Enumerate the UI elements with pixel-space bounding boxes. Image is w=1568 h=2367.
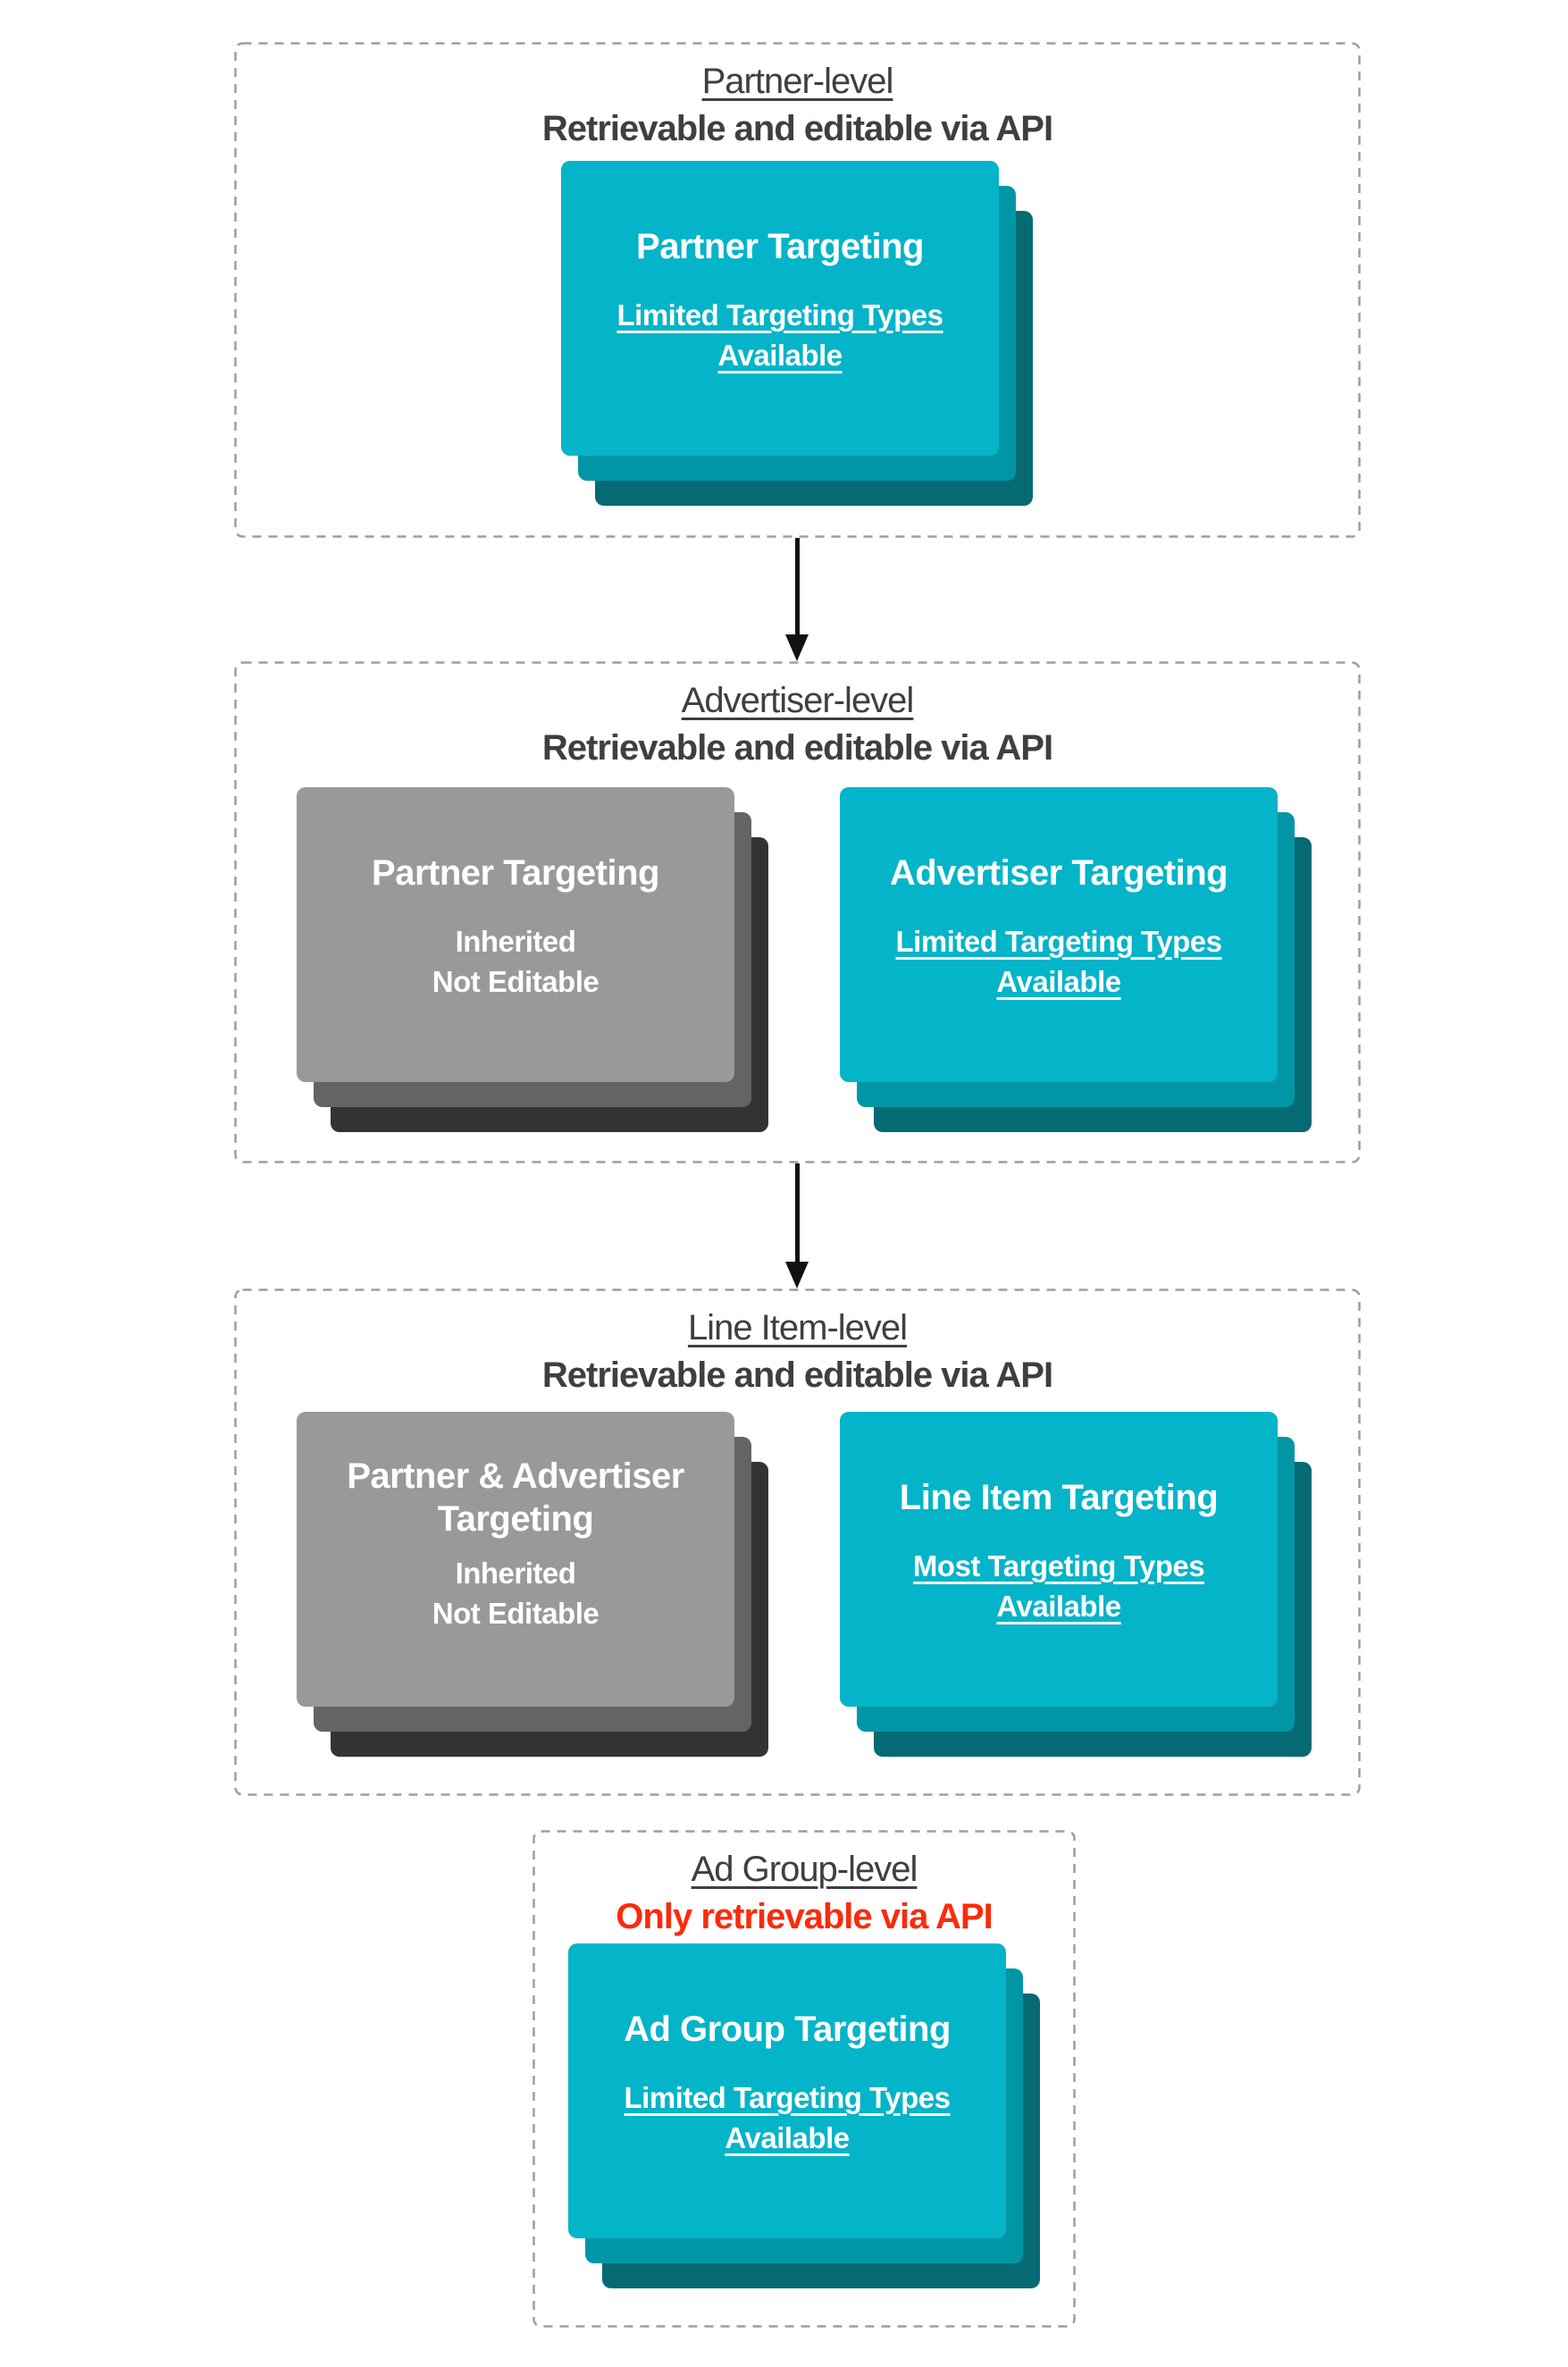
card-body-line: Not Editable bbox=[432, 1597, 600, 1630]
arrow-down-icon bbox=[785, 1163, 809, 1288]
card-body-line: Available bbox=[725, 2121, 850, 2154]
card-body-line: Available bbox=[996, 1590, 1121, 1623]
section-line-item-level: Line Item-level Retrievable and editable… bbox=[234, 1288, 1361, 1796]
arrow-head bbox=[785, 634, 809, 661]
card-stack-partner-targeting: Partner Targeting Limited Targeting Type… bbox=[561, 161, 1033, 506]
card-body-line: Limited Targeting Types bbox=[624, 2081, 952, 2114]
card-ad-group-targeting: Ad Group Targeting Limited Targeting Typ… bbox=[568, 1943, 1006, 2238]
card-body: Limited Targeting Types Available bbox=[568, 2077, 1006, 2158]
card-title: Ad Group Targeting bbox=[568, 2008, 1006, 2051]
section-header: Ad Group-level Only retrievable via API bbox=[532, 1830, 1076, 1941]
card-stack-ad-group-targeting: Ad Group Targeting Limited Targeting Typ… bbox=[568, 1943, 1040, 2288]
section-ad-group-level: Ad Group-level Only retrievable via API … bbox=[532, 1830, 1076, 2328]
card-title-line: Partner Targeting bbox=[636, 227, 924, 266]
card-body-line: Limited Targeting Types bbox=[895, 925, 1223, 958]
arrow-shaft bbox=[794, 1163, 800, 1265]
section-subtitle: Retrievable and editable via API bbox=[541, 728, 1053, 768]
section-header: Partner-level Retrievable and editable v… bbox=[234, 42, 1361, 153]
arrow-down-icon bbox=[785, 538, 809, 661]
card-title: Partner Targeting bbox=[561, 225, 999, 268]
card-body-line: Available bbox=[717, 339, 843, 372]
card-title-line: Line Item Targeting bbox=[899, 1478, 1219, 1517]
card-body-line: Limited Targeting Types bbox=[616, 298, 944, 332]
card-title-line: Targeting bbox=[437, 1499, 594, 1539]
section-header: Advertiser-level Retrievable and editabl… bbox=[234, 661, 1361, 772]
card-body: Limited Targeting Types Available bbox=[561, 295, 999, 375]
card-body: Inherited Not Editable bbox=[297, 1553, 734, 1633]
card-stack-inherited-partner-targeting: Partner Targeting Inherited Not Editable bbox=[297, 787, 768, 1132]
card-title-line: Partner & Advertiser bbox=[347, 1456, 684, 1496]
arrow-head bbox=[785, 1262, 809, 1288]
section-partner-level: Partner-level Retrievable and editable v… bbox=[234, 42, 1361, 538]
card-advertiser-targeting: Advertiser Targeting Limited Targeting T… bbox=[840, 787, 1278, 1082]
section-title: Advertiser-level bbox=[681, 681, 915, 720]
section-header: Line Item-level Retrievable and editable… bbox=[234, 1288, 1361, 1399]
card-body-line: Available bbox=[996, 965, 1121, 998]
card-body-line: Most Targeting Types bbox=[912, 1549, 1205, 1582]
section-title: Partner-level bbox=[701, 62, 894, 101]
card-title: Partner Targeting bbox=[297, 852, 734, 894]
card-partner-targeting-inherited: Partner Targeting Inherited Not Editable bbox=[297, 787, 734, 1082]
card-title: Partner & Advertiser Targeting bbox=[297, 1455, 734, 1540]
section-title: Line Item-level bbox=[687, 1308, 908, 1347]
card-stack-inherited-partner-advertiser-targeting: Partner & Advertiser Targeting Inherited… bbox=[297, 1412, 768, 1757]
card-stack-line-item-targeting: Line Item Targeting Most Targeting Types… bbox=[840, 1412, 1312, 1757]
card-body: Most Targeting Types Available bbox=[840, 1546, 1278, 1626]
card-body: Limited Targeting Types Available bbox=[840, 921, 1278, 1002]
card-body: Inherited Not Editable bbox=[297, 921, 734, 1002]
card-body-line: Not Editable bbox=[432, 965, 600, 998]
card-title-line: Partner Targeting bbox=[372, 853, 659, 893]
card-title: Line Item Targeting bbox=[840, 1476, 1278, 1519]
card-title: Advertiser Targeting bbox=[840, 852, 1278, 894]
card-stack-advertiser-targeting: Advertiser Targeting Limited Targeting T… bbox=[840, 787, 1312, 1132]
section-subtitle: Retrievable and editable via API bbox=[541, 109, 1053, 148]
card-line-item-targeting: Line Item Targeting Most Targeting Types… bbox=[840, 1412, 1278, 1707]
card-partner-advertiser-targeting-inherited: Partner & Advertiser Targeting Inherited… bbox=[297, 1412, 734, 1707]
card-body-line: Inherited bbox=[455, 1557, 576, 1590]
arrow-shaft bbox=[794, 538, 800, 638]
card-title-line: Ad Group Targeting bbox=[624, 2010, 951, 2049]
card-partner-targeting: Partner Targeting Limited Targeting Type… bbox=[561, 161, 999, 456]
section-subtitle: Only retrievable via API bbox=[616, 1897, 993, 1936]
card-body-line: Inherited bbox=[455, 925, 576, 958]
section-title: Ad Group-level bbox=[691, 1850, 918, 1889]
section-subtitle: Retrievable and editable via API bbox=[541, 1356, 1053, 1395]
section-advertiser-level: Advertiser-level Retrievable and editabl… bbox=[234, 661, 1361, 1163]
card-title-line: Advertiser Targeting bbox=[889, 853, 1228, 893]
